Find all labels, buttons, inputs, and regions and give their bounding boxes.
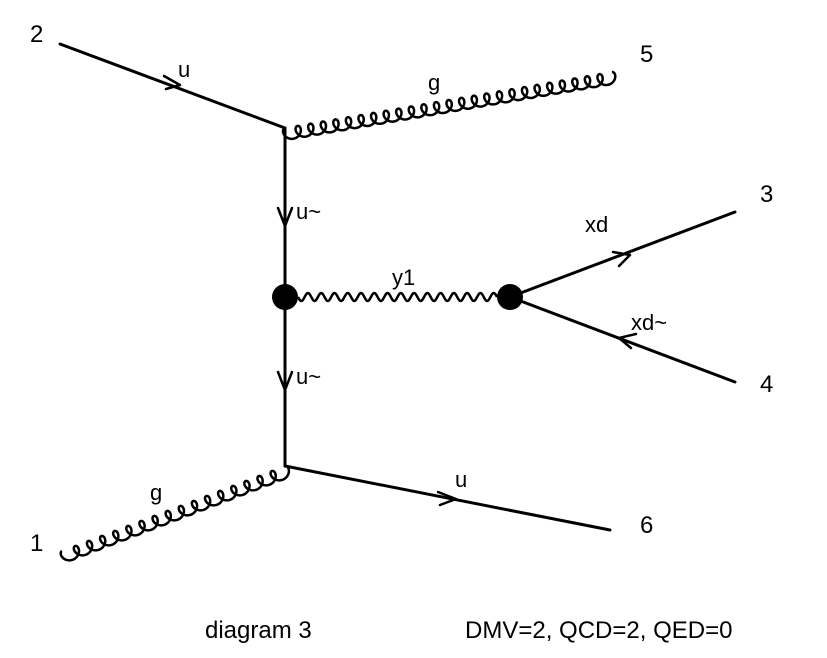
gluon-incoming-line [59, 464, 291, 562]
xd-tilde-arrow [617, 332, 638, 350]
u-outgoing-line [283, 464, 612, 532]
u-incoming-arrow [162, 74, 182, 91]
label-xd-tilde: xd~ [631, 310, 667, 335]
label-u-outgoing: u [455, 467, 467, 492]
coupling-orders: DMV=2, QCD=2, QED=0 [465, 617, 732, 644]
vertex-right [497, 284, 523, 310]
leg-number-6: 6 [640, 512, 653, 539]
label-g-incoming: g [150, 480, 162, 505]
vertex-left [272, 284, 298, 310]
y1-wavy-line [296, 291, 499, 303]
leg-number-2: 2 [30, 21, 43, 48]
gluon-outgoing-line [281, 70, 617, 141]
label-u-incoming: u [178, 57, 190, 82]
u-tilde-upper-arrow [276, 206, 294, 228]
diagram-caption: diagram 3 [205, 617, 312, 644]
u-outgoing-arrow [436, 490, 458, 507]
leg-number-3: 3 [760, 181, 773, 208]
xd-arrow [611, 250, 632, 268]
label-y1: y1 [392, 265, 415, 290]
leg-number-4: 4 [760, 371, 773, 398]
label-xd: xd [585, 212, 608, 237]
label-u-tilde-lower: u~ [296, 364, 321, 389]
leg-number-5: 5 [640, 41, 653, 68]
label-u-tilde-upper: u~ [296, 199, 321, 224]
u-tilde-lower-arrow [276, 370, 294, 392]
leg-number-1: 1 [30, 530, 43, 557]
label-g-outgoing: g [428, 70, 440, 95]
